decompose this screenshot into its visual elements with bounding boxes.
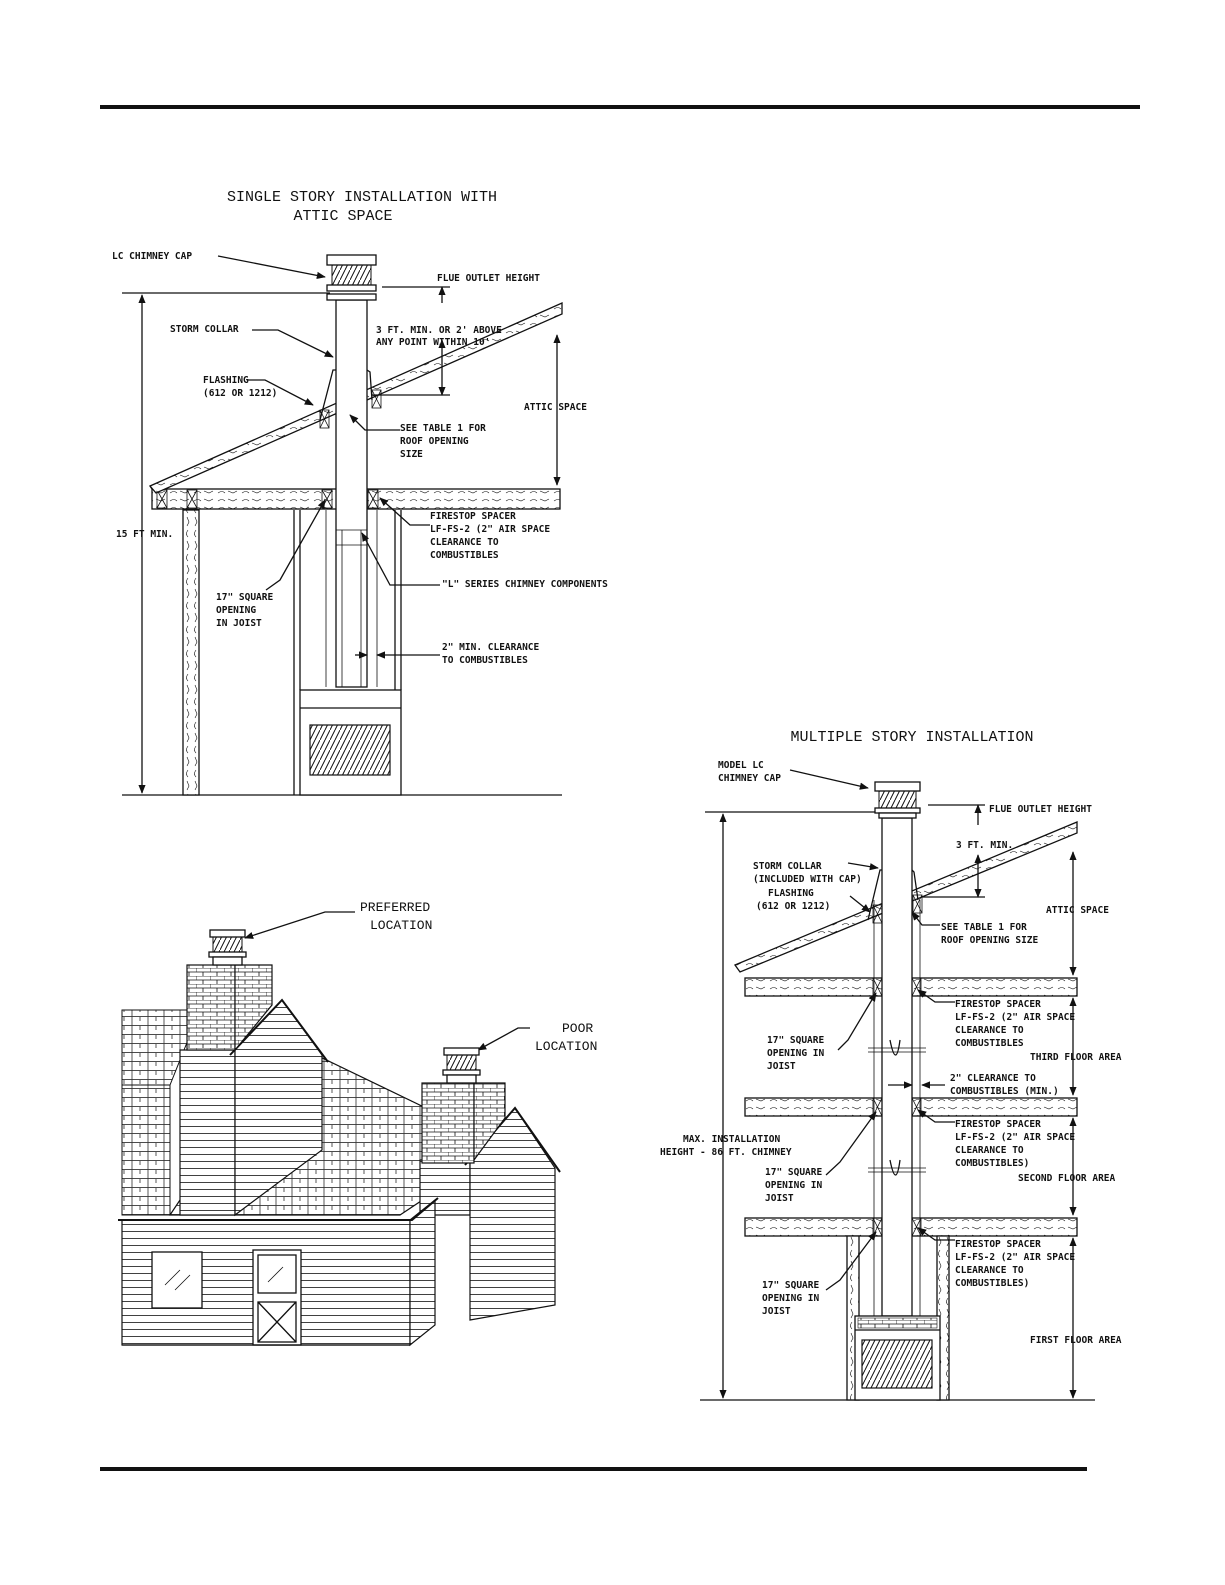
single-story-title-line1: SINGLE STORY INSTALLATION WITH [227, 189, 497, 206]
single-label-table-1: SEE TABLE 1 FOR [400, 423, 486, 434]
single-label-flue-outlet: FLUE OUTLET HEIGHT [437, 273, 540, 284]
multi-label-firestop2-3: CLEARANCE TO [955, 1145, 1024, 1156]
single-story-diagram: SINGLE STORY INSTALLATION WITH ATTIC SPA… [112, 189, 608, 796]
multi-label-square2-1: 17" SQUARE [765, 1167, 822, 1178]
multi-label-firestop3-1: FIRESTOP SPACER [955, 999, 1041, 1010]
multi-label-cap-2: CHIMNEY CAP [718, 773, 781, 784]
single-story-fireplace [299, 689, 402, 796]
multi-label-square1-3: JOIST [762, 1306, 791, 1317]
multi-label-min-3ft: 3 FT. MIN. [956, 840, 1013, 851]
multi-story-chimney-cap [874, 781, 921, 819]
multi-label-square1-1: 17" SQUARE [762, 1280, 819, 1291]
single-label-table-3: SIZE [400, 449, 423, 460]
multi-label-flashing-2: (612 OR 1212) [756, 901, 830, 912]
single-label-min-height-2: ANY POINT WITHIN 10' [376, 337, 490, 348]
multi-label-square2-3: JOIST [765, 1193, 794, 1204]
multi-label-clear-1: 2" CLEARANCE TO [950, 1073, 1036, 1084]
single-label-components: "L" SERIES CHIMNEY COMPONENTS [442, 579, 608, 590]
multi-label-firestop2-1: FIRESTOP SPACER [955, 1119, 1041, 1130]
multi-label-square2-2: OPENING IN [765, 1180, 822, 1191]
multi-label-square3-2: OPENING IN [767, 1048, 824, 1059]
multi-story-diagram: MULTIPLE STORY INSTALLATION [660, 729, 1122, 1401]
single-label-cap: LC CHIMNEY CAP [112, 251, 192, 262]
label-preferred-2: LOCATION [370, 918, 432, 933]
multi-label-firestop1-4: COMBUSTIBLES) [955, 1278, 1029, 1289]
single-label-firestop-4: COMBUSTIBLES [430, 550, 499, 561]
multi-label-firestop3-4: COMBUSTIBLES [955, 1038, 1024, 1049]
multi-story-title: MULTIPLE STORY INSTALLATION [790, 729, 1033, 746]
single-label-min-15ft: 15 FT MIN. [116, 529, 173, 540]
single-label-flashing-2: (612 OR 1212) [203, 388, 277, 399]
single-label-clearance-1: 2" MIN. CLEARANCE [442, 642, 540, 653]
multi-label-square3-1: 17" SQUARE [767, 1035, 824, 1046]
multi-label-table-1: SEE TABLE 1 FOR [941, 922, 1027, 933]
single-label-min-height-1: 3 FT. MIN. OR 2' ABOVE [376, 325, 502, 336]
multi-label-second-floor: SECOND FLOOR AREA [1018, 1173, 1116, 1184]
multi-label-square1-2: OPENING IN [762, 1293, 819, 1304]
multi-label-flashing-1: FLASHING [768, 888, 814, 899]
label-poor-1: POOR [562, 1021, 593, 1036]
multi-label-flue-outlet: FLUE OUTLET HEIGHT [989, 804, 1092, 815]
multi-label-firestop1-2: LF-FS-2 (2" AIR SPACE [955, 1252, 1075, 1263]
label-poor-2: LOCATION [535, 1039, 597, 1054]
multi-label-max-2: HEIGHT - 86 FT. CHIMNEY [660, 1147, 792, 1158]
single-label-firestop-2: LF-FS-2 (2" AIR SPACE [430, 524, 550, 535]
multi-label-storm-collar-1: STORM COLLAR [753, 861, 822, 872]
label-preferred-1: PREFERRED [360, 900, 430, 915]
multi-label-max-1: MAX. INSTALLATION [683, 1134, 781, 1145]
single-label-flashing-1: FLASHING [203, 375, 249, 386]
multi-label-table-2: ROOF OPENING SIZE [941, 935, 1039, 946]
single-label-square-3: IN JOIST [216, 618, 262, 629]
multi-label-clear-2: COMBUSTIBLES (MIN.) [950, 1086, 1059, 1097]
multi-label-firestop2-2: LF-FS-2 (2" AIR SPACE [955, 1132, 1075, 1143]
single-label-square-1: 17" SQUARE [216, 592, 273, 603]
multi-label-square3-3: JOIST [767, 1061, 796, 1072]
multi-label-storm-collar-2: (INCLUDED WITH CAP) [753, 874, 862, 885]
single-story-title-line2: ATTIC SPACE [293, 208, 392, 225]
single-label-table-2: ROOF OPENING [400, 436, 469, 447]
single-label-firestop-3: CLEARANCE TO [430, 537, 499, 548]
single-story-chimney-cap [326, 254, 377, 301]
multi-label-first-floor: FIRST FLOOR AREA [1030, 1335, 1122, 1346]
single-label-storm-collar: STORM COLLAR [170, 324, 239, 335]
single-label-attic-space: ATTIC SPACE [524, 402, 587, 413]
multi-story-fireplace [854, 1315, 941, 1401]
single-label-square-2: OPENING [216, 605, 256, 616]
single-label-firestop-1: FIRESTOP SPACER [430, 511, 516, 522]
single-label-clearance-2: TO COMBUSTIBLES [442, 655, 528, 666]
multi-label-firestop3-3: CLEARANCE TO [955, 1025, 1024, 1036]
multi-label-cap-1: MODEL LC [718, 760, 764, 771]
multi-label-firestop2-4: COMBUSTIBLES) [955, 1158, 1029, 1169]
multi-label-third-floor: THIRD FLOOR AREA [1030, 1052, 1122, 1063]
multi-label-firestop3-2: LF-FS-2 (2" AIR SPACE [955, 1012, 1075, 1023]
multi-label-firestop1-3: CLEARANCE TO [955, 1265, 1024, 1276]
multi-label-attic-space: ATTIC SPACE [1046, 905, 1109, 916]
multi-label-firestop1-1: FIRESTOP SPACER [955, 1239, 1041, 1250]
house-illustration: PREFERRED LOCATION POOR LOCATION [118, 900, 597, 1347]
